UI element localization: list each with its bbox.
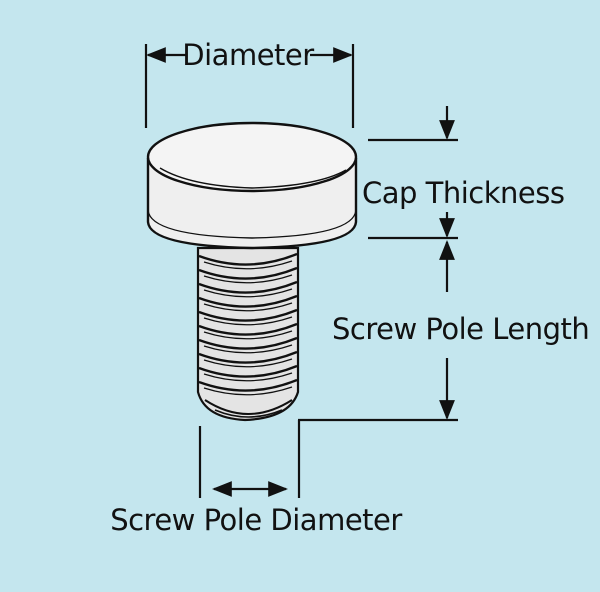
thread-ridge: [198, 266, 298, 280]
thread-ridge: [198, 294, 298, 308]
thread-ridge: [198, 322, 298, 336]
thread-shadow: [203, 344, 293, 354]
thread-shadow: [203, 316, 293, 326]
thread-ridge: [198, 350, 298, 364]
diameter-label: Diameter: [182, 38, 314, 72]
cap-thickness-label: Cap Thickness: [362, 176, 564, 210]
thread-shadow: [203, 302, 293, 312]
thread-ridge: [198, 280, 298, 294]
screw-pole-diameter-label: Screw Pole Diameter: [110, 503, 402, 537]
thread-ridge: [198, 364, 298, 378]
thread-shadow: [203, 274, 293, 284]
screw-cap: [146, 121, 358, 250]
screw-threads: [198, 252, 298, 396]
screw-pole-length-label: Screw Pole Length: [332, 312, 589, 346]
thread-shadow: [203, 386, 293, 396]
cap-thickness-dimension: [368, 106, 458, 240]
thread-ridge: [198, 252, 298, 266]
screw-pole: [196, 246, 300, 422]
thread-shadow: [203, 372, 293, 382]
screw-pole-length-dimension: [298, 240, 458, 422]
thread-shadow: [203, 260, 293, 270]
thread-ridge: [198, 378, 298, 392]
thread-shadow: [203, 288, 293, 298]
thread-ridge: [198, 336, 298, 350]
screw-pole-diameter-dimension: [198, 420, 301, 498]
thread-ridge: [198, 308, 298, 322]
thread-shadow: [203, 358, 293, 368]
thread-shadow: [203, 330, 293, 340]
diameter-dimension: [144, 44, 355, 128]
